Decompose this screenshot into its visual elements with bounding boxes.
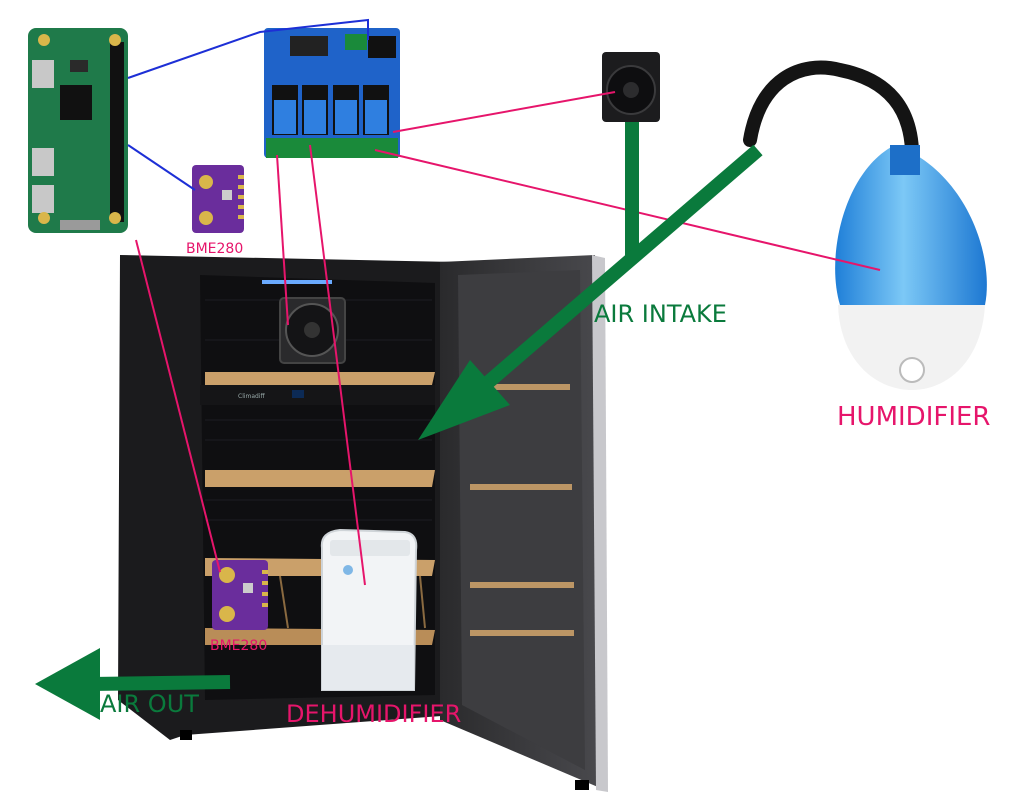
bme280-sensor-inside-icon — [212, 560, 268, 630]
air-intake-label: AIR INTAKE — [594, 300, 727, 328]
humidifier-label: HUMIDIFIER — [837, 402, 991, 432]
fan-icon — [279, 297, 346, 364]
sensor-label-inside: BME280 — [210, 638, 267, 654]
wires — [127, 18, 881, 586]
dehumidifier-icon — [320, 528, 418, 691]
dehumidifier-label: DEHUMIDIFIER — [286, 700, 461, 728]
humidifier-icon — [743, 60, 987, 390]
airflow-arrows — [35, 122, 763, 720]
air-out-label: AIR OUT — [100, 690, 199, 718]
bme280-sensor-icon — [192, 165, 244, 233]
sensor-label-top: BME280 — [186, 241, 243, 257]
relay-module-icon — [264, 28, 400, 158]
svg-text:Climadiff: Climadiff — [238, 393, 266, 400]
raspberry-pi-board-icon — [28, 28, 128, 233]
intake-fan-icon — [602, 52, 660, 122]
